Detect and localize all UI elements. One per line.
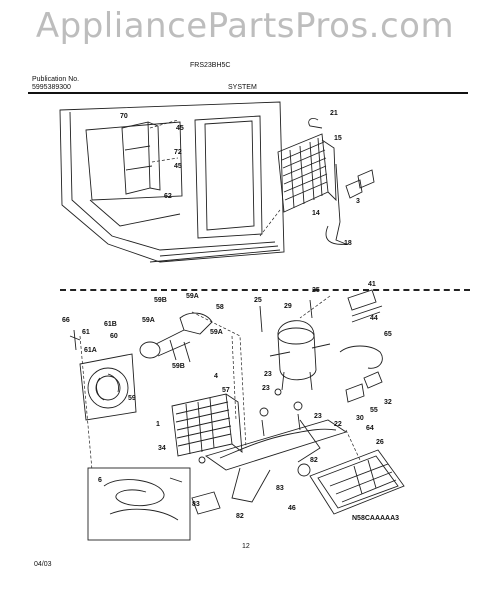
header-rule (28, 92, 468, 94)
callout-60: 60 (110, 333, 118, 340)
callout-46: 46 (288, 505, 296, 512)
callout-25: 25 (254, 297, 262, 304)
callout-30: 30 (356, 415, 364, 422)
callout-4: 4 (214, 373, 218, 380)
callout-82: 82 (310, 457, 318, 464)
compressor (269, 320, 331, 391)
drain-pan (309, 449, 405, 515)
base-pan (204, 419, 348, 503)
callout-6: 6 (98, 477, 102, 484)
callout-83: 83 (276, 485, 284, 492)
publication-number: 5995389300 (32, 84, 71, 91)
publication-label: Publication No. (32, 76, 80, 83)
callout-21: 21 (330, 110, 338, 117)
callout-57: 57 (222, 387, 230, 394)
section-divider (60, 289, 470, 291)
callout-83: 83 (192, 501, 200, 508)
callout-23: 23 (264, 371, 272, 378)
callout-44: 44 (370, 315, 378, 322)
callout-29: 29 (284, 303, 292, 310)
callout-32: 32 (384, 399, 392, 406)
callout-72: 72 (174, 149, 182, 156)
callout-65: 65 (384, 331, 392, 338)
drawing-code: N58CAAAAA3 (352, 515, 399, 522)
callout-59a: 59A (142, 317, 155, 324)
callout-45: 45 (176, 125, 184, 132)
callout-23: 23 (314, 413, 322, 420)
callout-61b: 61B (104, 321, 117, 328)
electrical-parts (191, 289, 383, 515)
callout-1: 1 (156, 421, 160, 428)
callout-26: 26 (376, 439, 384, 446)
page-number: 12 (242, 543, 250, 550)
section-title: SYSTEM (228, 84, 257, 91)
callout-14: 14 (312, 210, 320, 217)
callout-34: 34 (158, 445, 166, 452)
callout-55: 55 (370, 407, 378, 414)
callout-59a: 59A (186, 293, 199, 300)
callout-45: 45 (174, 163, 182, 170)
callout-41: 41 (368, 281, 376, 288)
callout-62: 62 (164, 193, 172, 200)
callout-59b: 59B (154, 297, 167, 304)
callout-70: 70 (120, 113, 128, 120)
callout-61: 61 (82, 329, 90, 336)
callout-15: 15 (334, 135, 342, 142)
footer-date: 04/03 (34, 561, 52, 568)
callout-25: 25 (312, 287, 320, 294)
callout-82: 82 (236, 513, 244, 520)
watermark: AppliancePartsPros.com (35, 6, 455, 46)
callout-23: 23 (262, 385, 270, 392)
wire-harness-inset (87, 467, 191, 541)
model-number: FRS23BH5C (190, 62, 231, 69)
callout-59: 59 (128, 395, 136, 402)
callout-66: 66 (62, 317, 70, 324)
cabinet-drawing (59, 101, 285, 263)
callout-22: 22 (334, 421, 342, 428)
callout-18: 18 (344, 240, 352, 247)
callout-58: 58 (216, 304, 224, 311)
callout-59b: 59B (172, 363, 185, 370)
callout-59a: 59A (210, 329, 223, 336)
callout-61a: 61A (84, 347, 97, 354)
callout-64: 64 (366, 425, 374, 432)
fan-motor-assembly (69, 312, 213, 421)
callout-3: 3 (356, 198, 360, 205)
condenser-coil (171, 393, 243, 457)
evaporator-coil (277, 117, 375, 245)
